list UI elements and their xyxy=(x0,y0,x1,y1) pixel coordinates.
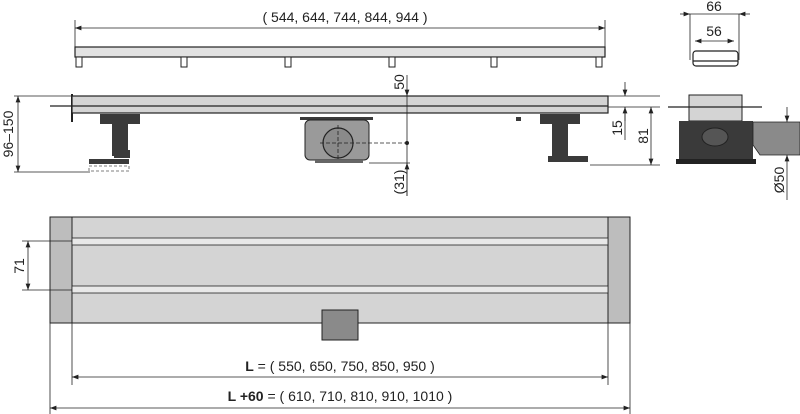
total-length-label: L +60 = ( 610, 710, 810, 910, 1010 ) xyxy=(228,388,453,404)
inner-width-label: 56 xyxy=(706,23,722,39)
length-options-label: ( 544, 644, 744, 844, 944 ) xyxy=(262,9,427,25)
adjustable-foot-left xyxy=(89,114,140,164)
length-label: L = ( 550, 650, 750, 850, 950 ) xyxy=(245,358,435,374)
top-offset-label: 50 xyxy=(391,74,407,90)
channel-plan-view: 71 L = ( 550, 650, 750, 850, 950 ) L +60… xyxy=(11,216,631,414)
end-view: 66 56 Ø50 xyxy=(668,0,800,200)
outlet-diameter-label: Ø50 xyxy=(771,167,787,194)
total-height-label: 81 xyxy=(635,128,651,144)
channel-side-view: 96–150 50 (31) 15 81 xyxy=(0,74,660,196)
outlet-body xyxy=(300,117,409,163)
adjustable-foot-right xyxy=(540,114,588,162)
grating-top-view: ( 544, 644, 744, 844, 944 ) xyxy=(74,9,606,68)
outlet-offset-label: (31) xyxy=(391,170,407,195)
height-range-label: 96–150 xyxy=(0,110,16,157)
grate-width-label: 71 xyxy=(11,258,27,274)
flange-height-label: 15 xyxy=(609,120,625,136)
outer-width-label: 66 xyxy=(706,0,722,14)
